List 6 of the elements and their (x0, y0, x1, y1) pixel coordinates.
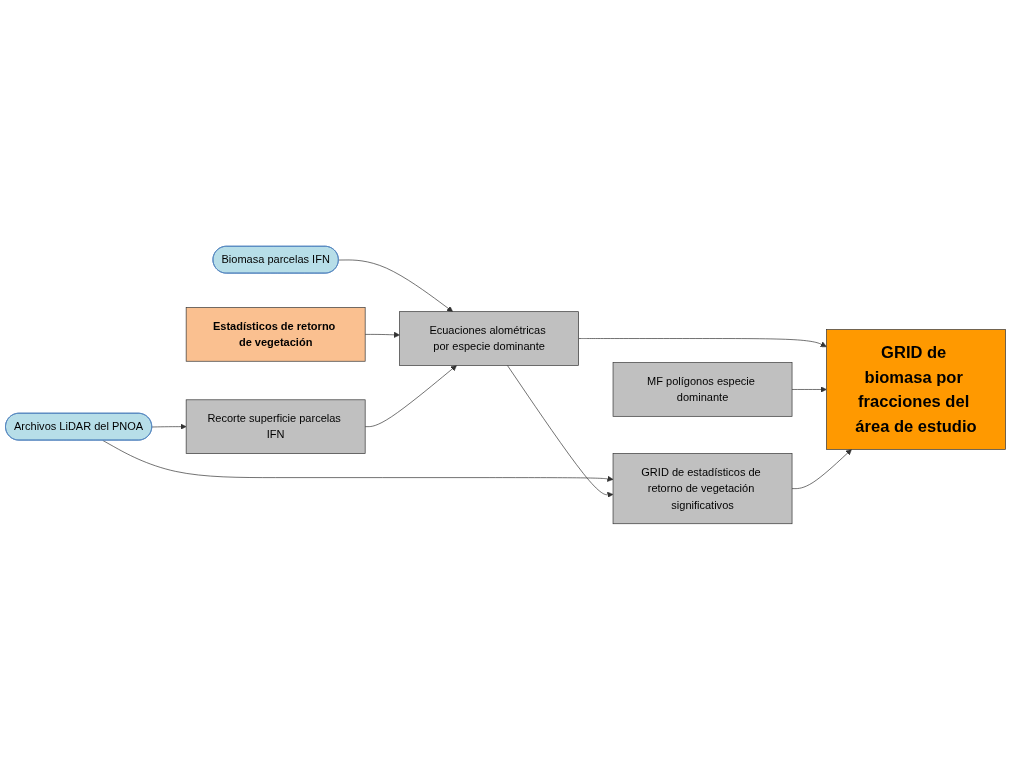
node-box: Recorte superficie parcelas IFN (185, 398, 366, 454)
node-box: Estadísticos de retorno de vegetación (185, 306, 366, 362)
node-box: MF polígonos especie dominante (612, 361, 793, 417)
node-box: Ecuaciones alométricas por especie dominante (399, 310, 579, 366)
node-box: GRID de biomasa por fracciones del área de estudio (826, 328, 1006, 450)
node-box: GRID de estadísticos de retorno de vegetación significativos (612, 452, 793, 524)
